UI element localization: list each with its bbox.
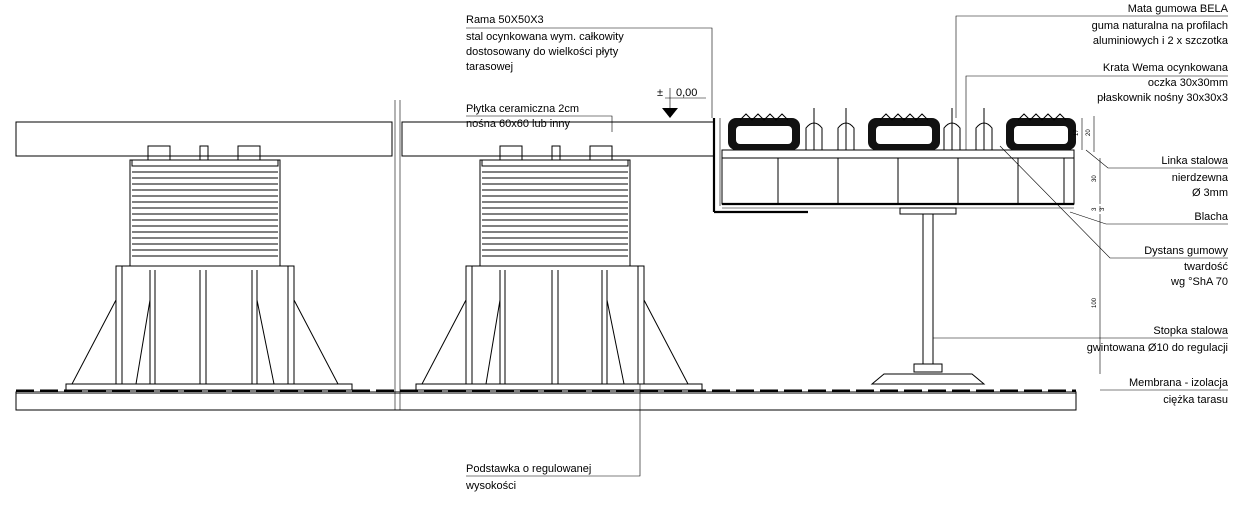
label-mata: Mata gumowa BELA guma naturalna na profi… — [1092, 3, 1229, 47]
svg-text:Dystans gumowy: Dystans gumowy — [1144, 245, 1228, 257]
label-rama: Rama 50X50X3 stal ocynkowana wym. całkow… — [466, 14, 624, 73]
svg-text:wysokości: wysokości — [465, 480, 516, 492]
svg-text:Podstawka o regulowanej: Podstawka o regulowanej — [466, 463, 591, 475]
svg-text:twardość: twardość — [1184, 261, 1229, 273]
brush-clips — [805, 108, 993, 150]
svg-text:nośna 60x60 lub inny: nośna 60x60 lub inny — [466, 118, 570, 130]
ceramic-tile-slab — [15, 121, 715, 157]
dimension-marks: 17 20 30 3 3 100 — [1074, 116, 1106, 374]
dim-3: 3 — [1092, 207, 1098, 211]
svg-text:Ø 3mm: Ø 3mm — [1192, 187, 1228, 199]
svg-text:Linka stalowa: Linka stalowa — [1161, 155, 1229, 167]
svg-text:płaskownik nośny 30x30x3: płaskownik nośny 30x30x3 — [1097, 92, 1228, 104]
svg-text:Mata gumowa BELA: Mata gumowa BELA — [1128, 3, 1229, 15]
svg-text:nierdzewna: nierdzewna — [1172, 172, 1229, 184]
steel-frame-rama — [712, 118, 808, 214]
svg-text:Płytka ceramiczna 2cm: Płytka ceramiczna 2cm — [466, 103, 579, 115]
svg-text:Blacha: Blacha — [1194, 211, 1229, 223]
dim-17: 17 — [1074, 129, 1080, 136]
dim-3b: 3 — [1100, 207, 1106, 211]
label-stopka: Stopka stalowa gwintowana Ø10 do regulac… — [1087, 325, 1229, 354]
label-plytka: Płytka ceramiczna 2cm nośna 60x60 lub in… — [466, 103, 579, 130]
svg-text:guma naturalna na profilach: guma naturalna na profilach — [1092, 20, 1228, 32]
break-lines — [394, 100, 401, 410]
label-podstawka: Podstawka o regulowanej wysokości — [465, 463, 591, 492]
label-linka: Linka stalowa nierdzewna Ø 3mm — [1161, 155, 1229, 199]
dim-30: 30 — [1092, 175, 1098, 182]
dim-20: 20 — [1086, 129, 1092, 136]
svg-text:wg °ShA 70: wg °ShA 70 — [1170, 276, 1228, 288]
steel-foot-stopka — [870, 207, 986, 385]
leader-lines — [466, 15, 1228, 477]
label-krata: Krata Wema ocynkowana oczka 30x30mm płas… — [1097, 62, 1229, 104]
level-value: 0,00 — [676, 87, 697, 99]
label-blacha: Blacha — [1194, 211, 1229, 223]
svg-text:ciężka tarasu: ciężka tarasu — [1163, 394, 1228, 406]
svg-text:oczka 30x30mm: oczka 30x30mm — [1148, 77, 1228, 89]
svg-text:Stopka stalowa: Stopka stalowa — [1153, 325, 1228, 337]
svg-text:Krata Wema ocynkowana: Krata Wema ocynkowana — [1103, 62, 1229, 74]
svg-text:aluminiowych i 2 x szczotka: aluminiowych i 2 x szczotka — [1093, 35, 1229, 47]
ground-membrane — [15, 389, 1077, 411]
label-membrana: Membrana - izolacja ciężka tarasu — [1129, 377, 1229, 406]
adjustable-pedestal-1 — [65, 145, 353, 391]
level-marker: ± 0,00 — [657, 87, 706, 118]
dim-100: 100 — [1092, 297, 1098, 308]
level-plus-minus: ± — [657, 87, 663, 99]
svg-text:dostosowany do wielkości płyty: dostosowany do wielkości płyty — [466, 46, 619, 58]
svg-text:gwintowana Ø10 do regulacji: gwintowana Ø10 do regulacji — [1087, 342, 1228, 354]
label-dystans: Dystans gumowy twardość wg °ShA 70 — [1144, 245, 1228, 288]
grate-krata-wema — [721, 149, 1075, 209]
svg-text:stal ocynkowana wym. całkowity: stal ocynkowana wym. całkowity — [466, 31, 624, 43]
rubber-mat-profiles — [728, 113, 1076, 150]
svg-text:tarasowej: tarasowej — [466, 61, 513, 73]
svg-text:Rama 50X50X3: Rama 50X50X3 — [466, 14, 544, 26]
svg-text:Membrana - izolacja: Membrana - izolacja — [1129, 377, 1229, 389]
adjustable-pedestal-2 — [415, 145, 703, 391]
